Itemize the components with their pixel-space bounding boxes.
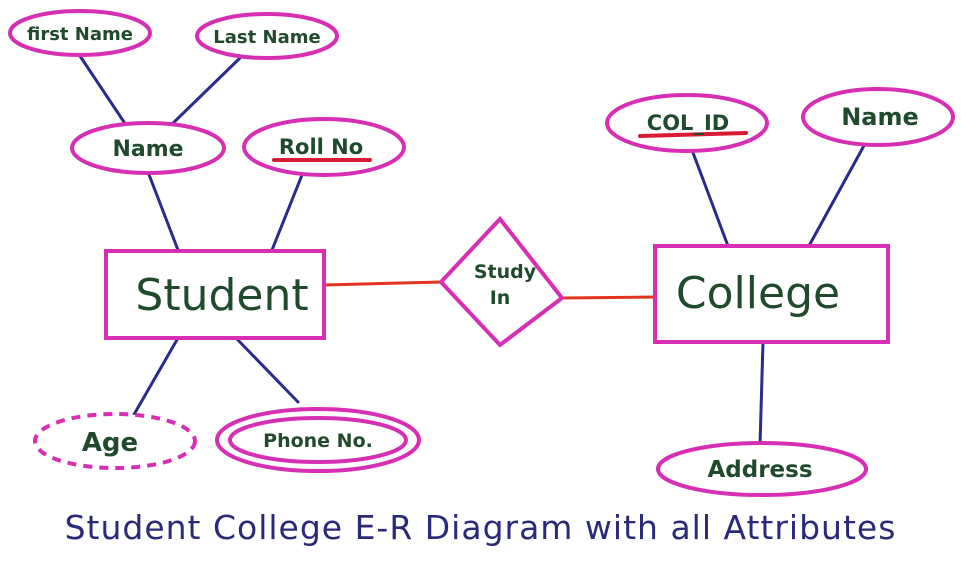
entity-shapes xyxy=(104,244,890,344)
connector-colid-college xyxy=(690,148,730,248)
relationship-connectors xyxy=(323,280,656,300)
connector-college-address xyxy=(758,340,765,447)
attr-roll-no-label: Roll No xyxy=(279,135,363,159)
diagram-caption: Student College E-R Diagram with all Att… xyxy=(64,508,897,547)
entity-college-label: College xyxy=(676,268,840,319)
relationship-label-line2: In xyxy=(490,287,511,309)
relationship-label-line1: Study xyxy=(474,261,537,283)
attr-phone-inner-ellipse xyxy=(228,416,408,464)
attr-first-name-ellipse xyxy=(8,9,152,57)
connector-student-phone xyxy=(234,336,300,404)
attr-col-id-label: COL_ID xyxy=(647,111,729,135)
attr-college-name-label: Name xyxy=(841,103,919,131)
attr-name-ellipse xyxy=(70,121,226,175)
attr-last-name-ellipse xyxy=(195,12,339,60)
relationship-study-in-diamond xyxy=(438,215,565,348)
attr-college-name-ellipse xyxy=(801,87,955,147)
attr-address-label: Address xyxy=(707,457,812,483)
connector-studyin-college xyxy=(561,295,656,300)
connector-rollno-student xyxy=(270,173,304,252)
attr-address-ellipse xyxy=(656,441,868,497)
connector-name-student xyxy=(146,170,180,252)
attr-age-ellipse xyxy=(33,412,197,470)
connector-firstname-name xyxy=(76,51,130,130)
key-underlines xyxy=(272,131,748,162)
connector-name-college xyxy=(808,140,868,246)
connector-student-studyin xyxy=(323,280,443,287)
attr-name-label: Name xyxy=(112,137,183,162)
attr-first-name-label: first Name xyxy=(27,24,133,45)
connector-student-age xyxy=(130,336,180,420)
entity-student-label: Student xyxy=(135,270,308,321)
entity-college-box xyxy=(653,244,890,344)
attr-last-name-label: Last Name xyxy=(213,27,320,48)
attribute-shapes xyxy=(8,9,955,497)
attribute-connectors xyxy=(76,51,868,447)
col-id-key-underline xyxy=(638,131,748,138)
attr-age-label: Age xyxy=(82,428,138,458)
connector-lastname-name xyxy=(166,56,242,130)
entity-student-box xyxy=(104,249,326,340)
attr-phone-no-label: Phone No. xyxy=(263,430,373,452)
